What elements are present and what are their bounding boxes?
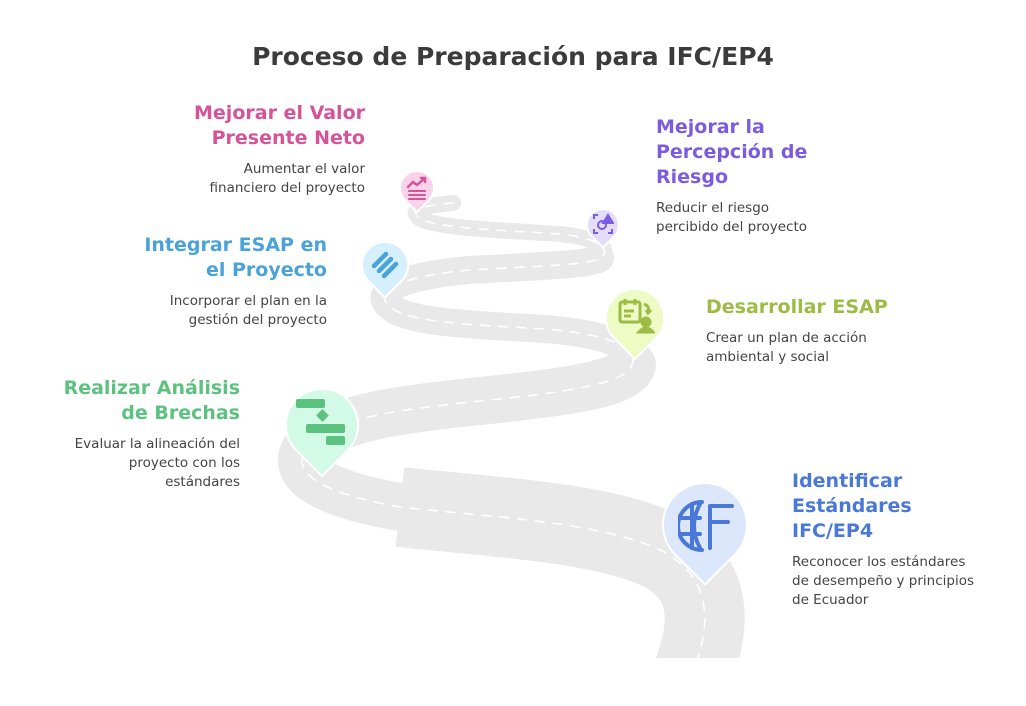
step-desc: de desempeño y principios [792, 573, 975, 589]
road-dashes [301, 202, 706, 658]
globe-standards-icon [678, 500, 734, 552]
step-desc: gestión del proyecto [188, 312, 327, 328]
step-desc: percibido del proyecto [656, 219, 808, 235]
step-desc: estándares [165, 474, 240, 490]
step-desc: Evaluar la alineación del [74, 436, 240, 452]
step-title: Presente Neto [211, 127, 365, 149]
step-desc: Reducir el riesgo [656, 200, 770, 216]
calendar-plan-icon [618, 299, 655, 334]
road-segment [395, 467, 745, 658]
step-desc: ambiental y social [706, 349, 829, 365]
step-title: el Proyecto [205, 259, 327, 281]
financial-growth-icon [406, 176, 427, 200]
step-desc: de Ecuador [792, 592, 869, 608]
step-title: Percepción de [656, 141, 808, 163]
step-desc: financiero del proyecto [209, 180, 365, 196]
page-title: Proceso de Preparación para IFC/EP4 [252, 42, 774, 71]
step-desc: proyecto con los [128, 455, 240, 471]
step-title: Desarrollar ESAP [706, 296, 888, 318]
step-3-text: Integrar ESAP en el Proyecto Incorporar e… [144, 233, 327, 330]
step-2-text: Mejorar la Percepción de Riesgo Reducir el… [656, 115, 807, 237]
step-title: Riesgo [656, 166, 728, 188]
step-desc: Incorporar el plan en la [169, 293, 327, 309]
integration-bars-icon [371, 251, 399, 279]
step-5-text: Realizar Análisis de Brechas Evaluar la a… [64, 376, 240, 492]
step-desc: Aumentar el valor [243, 161, 365, 177]
step-title: Estándares [792, 495, 912, 517]
step-desc: Reconocer los estándares [792, 554, 966, 570]
step-title: Mejorar el Valor [194, 102, 365, 124]
step-title: Realizar Análisis [63, 377, 240, 399]
road-segment [370, 244, 647, 379]
step-title: IFC/EP4 [792, 520, 874, 542]
step-title: Mejorar la [656, 116, 765, 138]
step-4-text: Desarrollar ESAP Crear un plan de acción… [706, 295, 888, 367]
gantt-chart-icon [296, 399, 345, 445]
step-title: Identificar [792, 470, 903, 492]
risk-alert-icon [593, 213, 614, 234]
step-title: Integrar ESAP en [144, 234, 327, 256]
step-desc: Crear un plan de acción [706, 330, 867, 346]
step-title: de Brechas [121, 402, 240, 424]
